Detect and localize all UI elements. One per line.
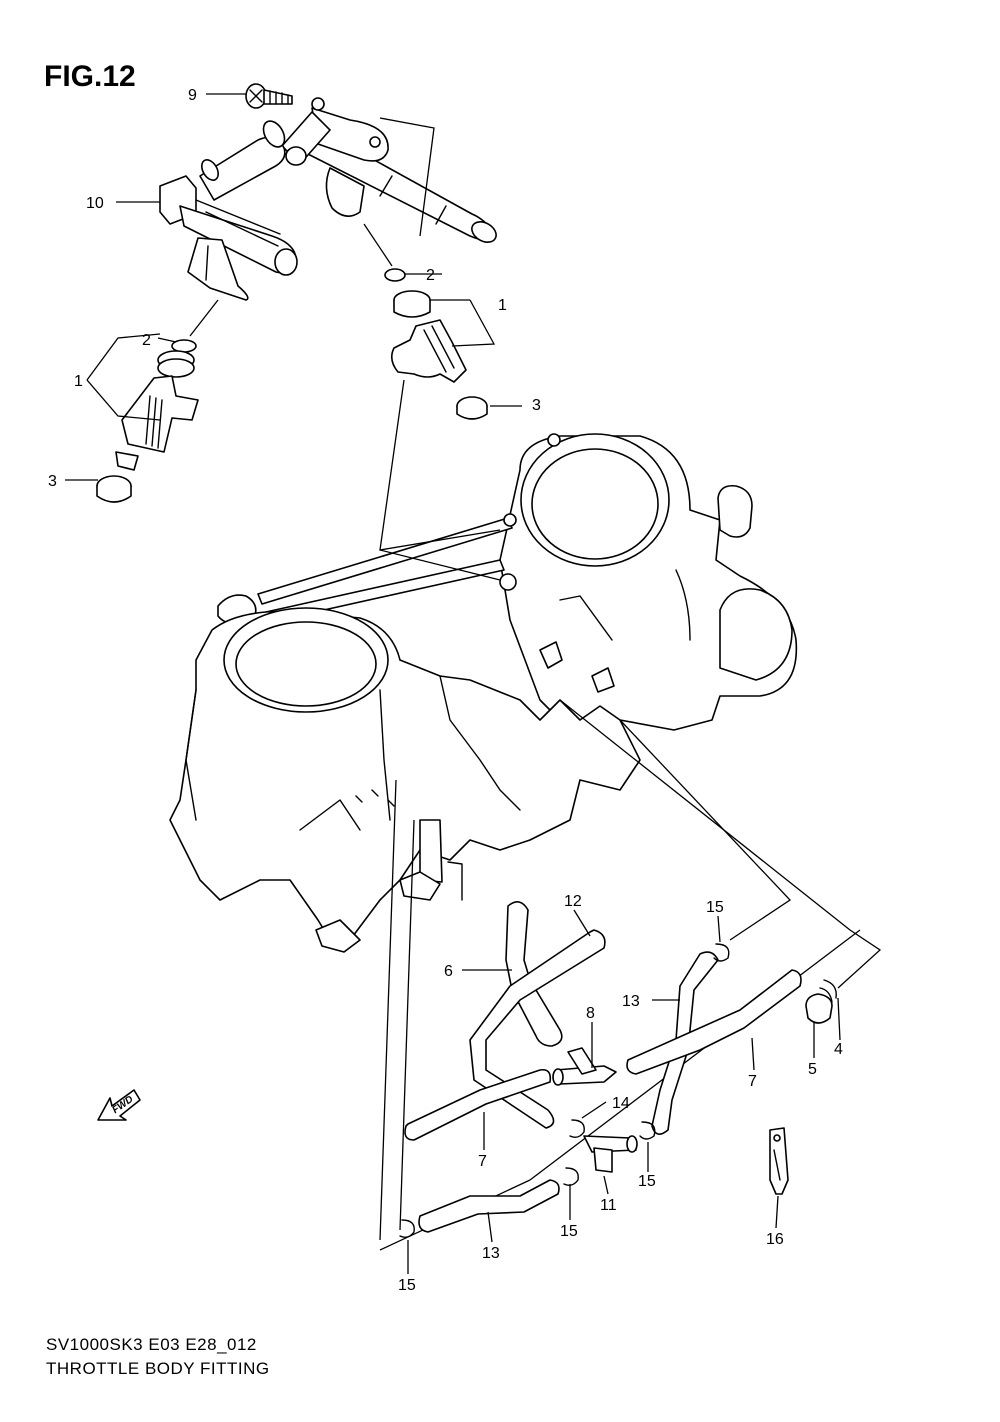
callout-15-top: 15 bbox=[706, 899, 724, 916]
clamp-part-4 bbox=[819, 979, 837, 1003]
callout-2-right: 2 bbox=[426, 267, 435, 284]
bolt-part-9 bbox=[245, 83, 293, 109]
callout-13-right: 13 bbox=[622, 993, 640, 1010]
fwd-direction-arrow: FWD bbox=[97, 1089, 141, 1121]
hose-part-12 bbox=[469, 929, 606, 1129]
callout-1-right: 1 bbox=[498, 297, 507, 314]
callout-1-left: 1 bbox=[74, 373, 83, 390]
callout-3-right: 3 bbox=[532, 397, 541, 414]
callout-2-left: 2 bbox=[142, 332, 151, 349]
callout-15-bottom: 15 bbox=[398, 1277, 416, 1294]
callout-4: 4 bbox=[834, 1041, 843, 1058]
holder-part-16 bbox=[769, 1127, 789, 1195]
callout-14: 14 bbox=[612, 1095, 630, 1112]
reference-leader-lines bbox=[86, 117, 882, 1251]
three-way-joint-part-8 bbox=[552, 1047, 617, 1086]
callout-3-left: 3 bbox=[48, 473, 57, 490]
three-way-joint-part-11 bbox=[583, 1135, 638, 1173]
injector-right-part-1 bbox=[384, 268, 488, 420]
figure-title: FIG.12 bbox=[44, 60, 136, 93]
throttle-body-assembly bbox=[169, 433, 798, 953]
callout-13-bottom: 13 bbox=[482, 1245, 500, 1262]
callout-labels: 9 10 2 1 3 2 1 3 12 15 6 13 8 7 5 4 14 7… bbox=[48, 87, 843, 1294]
callout-15-low: 15 bbox=[560, 1223, 578, 1240]
callout-12: 12 bbox=[564, 893, 582, 910]
callout-15-mid: 15 bbox=[638, 1173, 656, 1190]
hose-part-6 bbox=[505, 901, 563, 1047]
hose-part-13-bottom bbox=[418, 1179, 560, 1233]
section-name: THROTTLE BODY FITTING bbox=[46, 1359, 270, 1378]
callout-6: 6 bbox=[444, 963, 453, 980]
callout-11: 11 bbox=[600, 1197, 617, 1214]
callout-5: 5 bbox=[808, 1061, 817, 1078]
injector-left-part-1 bbox=[96, 339, 199, 503]
hose-part-7-right bbox=[626, 969, 802, 1075]
callout-7-left: 7 bbox=[478, 1153, 487, 1170]
callout-10: 10 bbox=[86, 195, 104, 212]
callout-8: 8 bbox=[586, 1005, 595, 1022]
callout-7-right: 7 bbox=[748, 1073, 757, 1090]
callout-lines bbox=[65, 93, 841, 1274]
clip-parts-15-14 bbox=[399, 943, 730, 1239]
hose-part-7-left bbox=[404, 1068, 552, 1141]
callout-16: 16 bbox=[766, 1231, 784, 1248]
model-code: SV1000SK3 E03 E28_012 bbox=[46, 1335, 257, 1354]
fuel-delivery-pipe bbox=[159, 97, 497, 301]
callout-9: 9 bbox=[188, 87, 197, 104]
cap-part-5 bbox=[805, 993, 833, 1024]
